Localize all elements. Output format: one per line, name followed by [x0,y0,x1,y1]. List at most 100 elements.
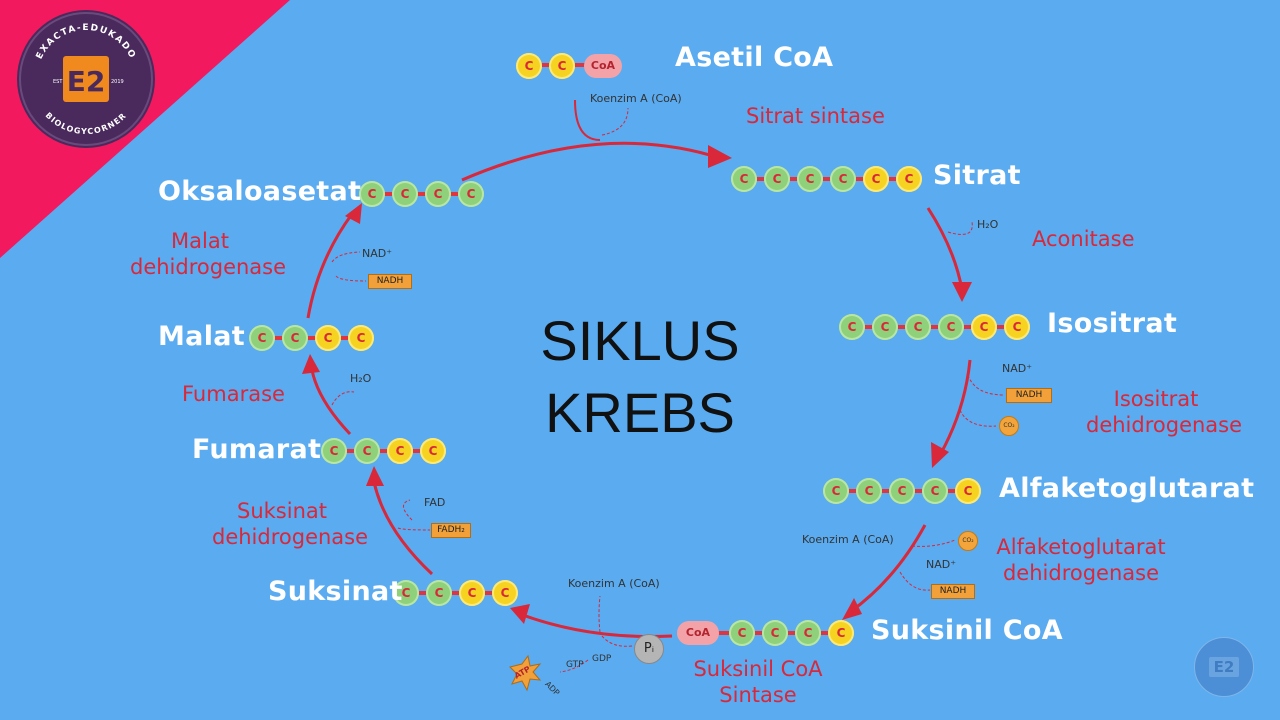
enzyme-suksinil-coa-sintase: Suksinil CoA Sintase [688,656,828,708]
enzyme-isositrat-dehidrogenase: Isositrat dehidrogenase [1086,386,1243,438]
enzyme-malat-dehidrogenase: Malat dehidrogenase [130,228,286,280]
arrowhead-suksinil [842,598,862,620]
enzyme-line: Suksinat [237,499,327,523]
side-arrow-nadh-3 [335,275,367,282]
carbon-atom: C [872,314,898,340]
bond [334,449,436,453]
title-line-1: SIKLUS [540,309,740,372]
arrow-asetil-join [574,99,601,141]
carbon-atom: C [516,53,542,79]
bond [372,192,474,196]
carbon-atom: C [830,166,856,192]
carbon-atom: C [392,181,418,207]
side-arrow-nadh [967,374,1005,396]
carbon-atom: C [905,314,931,340]
label-suksinil-coa: Suksinil CoA [871,615,1063,646]
carbon-atom: C [764,166,790,192]
label-isositrat: Isositrat [1047,308,1178,339]
cofactor-h2o-1: H₂O [977,218,999,231]
carbon-atom: C [828,620,854,646]
carbon-atom: C [249,325,275,351]
carbon-atom: C [315,325,341,351]
carbon-atom: C [971,314,997,340]
label-fumarat: Fumarat [192,434,322,465]
carbon-atom: C [458,181,484,207]
carbon-atom: C [938,314,964,340]
logo-est: EST [53,79,63,85]
cofactor-koenzim-a-2: Koenzim A (CoA) [802,533,894,546]
watermark-mark: E2 [1209,657,1239,677]
side-arrow-co2-2 [911,539,956,547]
cofactor-gdp: GDP [592,654,612,664]
carbon-atom: C [922,478,948,504]
arrowhead-sitrat [708,145,732,168]
carbon-atom: C [459,580,485,606]
carbon-atom: C [823,478,849,504]
bond [744,177,910,181]
side-arrow-pi [601,635,633,647]
atp-star [509,654,542,692]
carbon-atom: C [549,53,575,79]
cofactor-co2-2: CO₂ [958,531,978,551]
carbon-atom: C [762,620,788,646]
arrowhead-oaa [345,203,362,224]
watermark-logo: E2 [1194,637,1254,697]
enzyme-sitrat-sintase: Sitrat sintase [746,104,885,128]
label-asetil-coa: Asetil CoA [675,42,834,73]
title-line-2: KREBS [545,381,735,444]
brand-logo: EXACTA-EDUKADO BIOLOGYCORNER E2 EST 2019 [17,10,155,148]
enzyme-line: dehidrogenase [212,525,369,549]
carbon-atom: C [420,438,446,464]
label-oksaloasetat: Oksaloasetat [158,176,362,207]
carbon-atom: C [856,478,882,504]
carbon-atom: C [955,478,981,504]
label-malat: Malat [158,321,245,352]
cofactor-h2o-2: H₂O [350,372,372,385]
bond [852,325,1018,329]
coa-pill: CoA [677,621,719,645]
carbon-atom: C [426,580,452,606]
logo-mark-bg [63,56,109,102]
bond [406,591,508,595]
bond [262,336,364,340]
cofactor-nadh-3: NADH [368,274,412,289]
label-suksinat: Suksinat [268,576,403,607]
arrowhead-isositrat [952,282,972,302]
cofactor-fadh2: FADH₂ [431,523,471,538]
enzyme-line: dehidrogenase [1002,561,1160,585]
side-arrow-h2o [947,221,973,235]
carbon-atom: C [889,478,915,504]
side-arrow-coa-2 [598,595,601,633]
carbon-atom: C [729,620,755,646]
carbon-atom: C [354,438,380,464]
carbon-atom: C [492,580,518,606]
enzyme-line: dehidrogenase [1086,413,1243,437]
carbon-atom: C [795,620,821,646]
logo-mark: E2 [67,65,106,98]
side-arrow-co2-1 [959,409,997,427]
label-sitrat: Sitrat [933,160,1021,191]
logo-year: 2019 [111,79,124,85]
carbon-atom: C [425,181,451,207]
arrowhead-malat [302,354,320,374]
cofactor-nad-2: NAD⁺ [926,558,957,571]
side-arrow-fadh2 [397,527,431,531]
enzyme-line: Malat [171,229,229,253]
side-arrow-fad [403,499,413,521]
arrow-suksinat-to-fumarat [372,481,434,576]
arrow-oaa-to-sitrat [461,141,721,182]
carbon-atom: C [731,166,757,192]
cofactor-pi: Pᵢ [634,634,664,664]
carbon-atom: C [387,438,413,464]
enzyme-line: Suksinil CoA [693,657,823,681]
side-arrow-h2o-2 [331,391,355,406]
carbon-atom: C [321,438,347,464]
carbon-atom: C [282,325,308,351]
arrow-isositrat-to-alfa [938,359,972,456]
arrowhead-suksinat [510,604,530,624]
arrowhead-fumarat [366,466,384,486]
carbon-atom: C [839,314,865,340]
label-alfaketoglutarat: Alfaketoglutarat [999,473,1255,504]
enzyme-line: Sintase [719,683,797,707]
